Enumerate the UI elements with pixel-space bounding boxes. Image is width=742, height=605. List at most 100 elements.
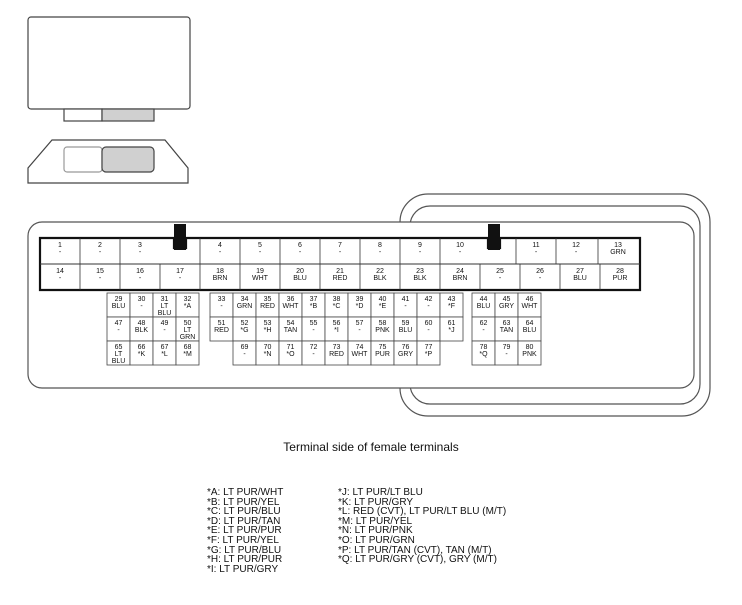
terminal-wire-color: BLU xyxy=(477,303,491,310)
terminal-wire-color: *E xyxy=(379,303,387,310)
terminal-number: 54 xyxy=(287,320,295,327)
terminal-wire-color: - xyxy=(99,275,102,282)
terminal-wire-color: *N xyxy=(264,351,272,358)
legend-item: *B: LT PUR/YEL xyxy=(207,496,280,508)
terminal-number: 80 xyxy=(526,344,534,351)
terminal-number: 8 xyxy=(378,242,382,249)
terminal-number: 68 xyxy=(184,344,192,351)
terminal-cell xyxy=(416,340,441,366)
terminal-wire-color: *D xyxy=(356,303,364,310)
terminal-wire-color: RED xyxy=(333,275,348,282)
terminal-number: 33 xyxy=(218,296,226,303)
legend-item: *K: LT PUR/GRY xyxy=(338,496,414,508)
lock-tab xyxy=(488,224,500,250)
terminal-number: 5 xyxy=(258,242,262,249)
terminal-number: 17 xyxy=(176,268,184,275)
terminal-number: 56 xyxy=(333,320,341,327)
terminal-wire-color: - xyxy=(427,303,430,310)
terminal-wire-color: PUR xyxy=(613,275,628,282)
terminal-number: 66 xyxy=(138,344,146,351)
terminal-wire-color: PNK xyxy=(375,327,390,334)
terminal-number: 65 xyxy=(115,344,123,351)
legend-item: *E: LT PUR/PUR xyxy=(207,525,282,537)
terminal-number: 6 xyxy=(298,242,302,249)
terminal-wire-color: WHT xyxy=(522,303,539,310)
terminal-wire-color: BLU xyxy=(158,310,172,317)
terminal-number: 18 xyxy=(216,268,224,275)
terminal-wire-color: - xyxy=(459,249,462,256)
legend-item: *A: LT PUR/WHT xyxy=(207,487,284,498)
connector-side-view xyxy=(27,139,189,184)
terminal-wire-color: - xyxy=(139,275,142,282)
terminal-wire-color: LT xyxy=(161,303,169,310)
terminal-wire-color: LT xyxy=(184,327,192,334)
terminal-wire-color: *J xyxy=(448,327,454,334)
terminal-number: 9 xyxy=(418,242,422,249)
terminal-wire-color: - xyxy=(139,249,142,256)
terminal-wire-color: WHT xyxy=(352,351,369,358)
terminal-cell xyxy=(517,340,542,366)
terminal-number: 69 xyxy=(241,344,249,351)
terminal-wire-color: - xyxy=(59,275,62,282)
terminal-number: 25 xyxy=(496,268,504,275)
terminal-number: 30 xyxy=(138,296,146,303)
terminal-number: 55 xyxy=(310,320,318,327)
terminal-number: 45 xyxy=(503,296,511,303)
terminal-wire-color: GRN xyxy=(237,303,253,310)
terminal-wire-color: RED xyxy=(329,351,344,358)
terminal-number: 41 xyxy=(402,296,410,303)
terminal-wire-color: - xyxy=(419,249,422,256)
terminal-number: 1 xyxy=(58,242,62,249)
legend-item: *H: LT PUR/PUR xyxy=(207,554,283,566)
terminal-wire-color: - xyxy=(220,303,223,310)
terminal-number: 11 xyxy=(532,242,539,249)
terminal-number: 15 xyxy=(96,268,104,275)
terminal-wire-color: *A xyxy=(184,303,192,310)
terminal-wire-color: - xyxy=(499,275,502,282)
legend-item: *J: LT PUR/LT BLU xyxy=(338,487,423,498)
terminal-number: 57 xyxy=(356,320,364,327)
terminal-pins: 1-2-3-4-5-6-7-8-9-10-11-12-13GRN14-15-16… xyxy=(38,224,642,366)
terminal-wire-color: - xyxy=(99,249,102,256)
legend-right: *J: LT PUR/LT BLU *K: LT PUR/GRY *L: RED… xyxy=(338,488,506,565)
terminal-number: 7 xyxy=(338,242,342,249)
terminal-number: 2 xyxy=(98,242,102,249)
terminal-wire-color: - xyxy=(140,303,143,310)
terminal-wire-color: - xyxy=(575,249,578,256)
terminal-wire-color: GRN xyxy=(180,334,196,341)
legend-item: *N: LT PUR/PNK xyxy=(338,525,413,537)
terminal-number: 77 xyxy=(425,344,433,351)
terminal-number: 24 xyxy=(456,268,464,275)
legend-item: *D: LT PUR/TAN xyxy=(207,515,281,527)
terminal-number: 35 xyxy=(264,296,272,303)
terminal-number: 71 xyxy=(287,344,295,351)
terminal-wire-color: BLK xyxy=(413,275,427,282)
terminal-number: 36 xyxy=(287,296,295,303)
terminal-number: 74 xyxy=(356,344,364,351)
legend-item: *G: LT PUR/BLU xyxy=(207,544,282,556)
terminal-number: 60 xyxy=(425,320,433,327)
terminal-wire-color: *O xyxy=(286,351,295,358)
terminal-wire-color: BLU xyxy=(523,327,537,334)
terminal-wire-color: - xyxy=(358,327,361,334)
terminal-wire-color: LT xyxy=(115,351,123,358)
terminal-wire-color: - xyxy=(59,249,62,256)
terminal-number: 46 xyxy=(526,296,534,303)
terminal-number: 78 xyxy=(480,344,488,351)
terminal-number: 14 xyxy=(56,268,64,275)
terminal-wire-color: GRN xyxy=(610,249,626,256)
terminal-wire-color: *M xyxy=(183,351,192,358)
terminal-number: 50 xyxy=(184,320,192,327)
terminal-cell xyxy=(439,316,464,342)
terminal-number: 43 xyxy=(448,296,456,303)
terminal-wire-color: *P xyxy=(425,351,433,358)
terminal-number: 48 xyxy=(138,320,146,327)
legend-item: *M: LT PUR/YEL xyxy=(338,515,413,527)
terminal-wire-color: *L xyxy=(161,351,168,358)
terminal-wire-color: - xyxy=(339,249,342,256)
terminal-wire-color: BLU xyxy=(399,327,413,334)
terminal-number: 4 xyxy=(218,242,222,249)
connector-top-view xyxy=(27,16,191,122)
terminal-number: 38 xyxy=(333,296,341,303)
terminal-number: 44 xyxy=(480,296,488,303)
